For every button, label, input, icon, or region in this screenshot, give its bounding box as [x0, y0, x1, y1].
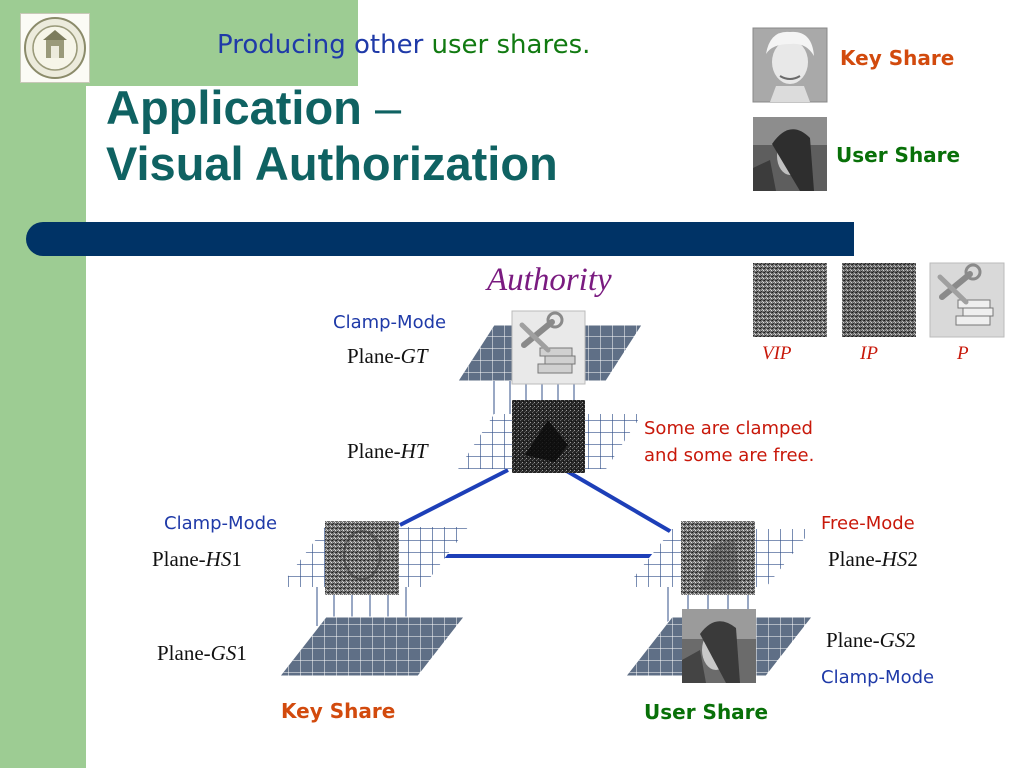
- user-photo-share: [682, 609, 756, 683]
- authority-label: Authority: [487, 262, 612, 298]
- university-logo: [20, 13, 90, 83]
- note-line-2: and some are free.: [644, 445, 815, 466]
- plane-hs2-label: Plane-HS2: [828, 547, 918, 571]
- plane-hs2-mode: Free-Mode: [821, 513, 915, 534]
- legend-vip-image: [753, 263, 827, 337]
- slide-subtitle: Producing other user shares.: [217, 30, 590, 60]
- plane-gs1-grid: [278, 616, 466, 677]
- clamp-free-note: Some are clamped and some are free.: [644, 415, 814, 469]
- authority-noise-share: [512, 400, 585, 473]
- plane-gt-mode: Clamp-Mode: [333, 312, 447, 333]
- seal-icon: [24, 17, 86, 79]
- plane-ht-label: Plane-HT: [347, 439, 428, 463]
- hs2-noise-share: [681, 521, 755, 595]
- legend-key-share-image: [752, 27, 828, 103]
- subtitle-highlight: user shares.: [431, 30, 591, 60]
- legend-user-share-image: [753, 117, 827, 191]
- legend-user-share-label: User Share: [836, 143, 961, 167]
- hs1-noise-share: [325, 521, 399, 595]
- legend-ip-caption: IP: [860, 343, 878, 364]
- title-line-2: Visual Authorization: [106, 137, 558, 190]
- subtitle-text: Producing other: [217, 30, 424, 60]
- user-share-label: User Share: [644, 700, 769, 724]
- plane-hs1-label: Plane-HS1: [152, 547, 242, 571]
- note-line-1: Some are clamped: [644, 418, 813, 439]
- authority-tools-icon: [511, 310, 586, 385]
- legend-p-tools-icon: [929, 262, 1005, 338]
- key-share-label: Key Share: [281, 699, 396, 723]
- plane-gt-label: Plane-GT: [347, 344, 428, 368]
- legend-vip-caption: VIP: [762, 343, 792, 364]
- header-stripe: [86, 0, 358, 86]
- plane-gs2-mode: Clamp-Mode: [821, 667, 935, 688]
- plane-gs1-label: Plane-GS1: [157, 641, 247, 665]
- legend-ip-image: [842, 263, 916, 337]
- title-divider-bar: [26, 222, 854, 256]
- legend-key-share-label: Key Share: [840, 46, 955, 70]
- title-dash: –: [374, 81, 402, 134]
- plane-hs1-mode: Clamp-Mode: [164, 513, 278, 534]
- title-line-1: Application: [106, 81, 362, 134]
- connector-lines: [399, 468, 682, 558]
- legend-p-caption: P: [957, 343, 969, 364]
- slide-title: Application – Visual Authorization: [106, 80, 558, 192]
- plane-gs2-label: Plane-GS2: [826, 628, 916, 652]
- sidebar-stripe: [0, 0, 86, 768]
